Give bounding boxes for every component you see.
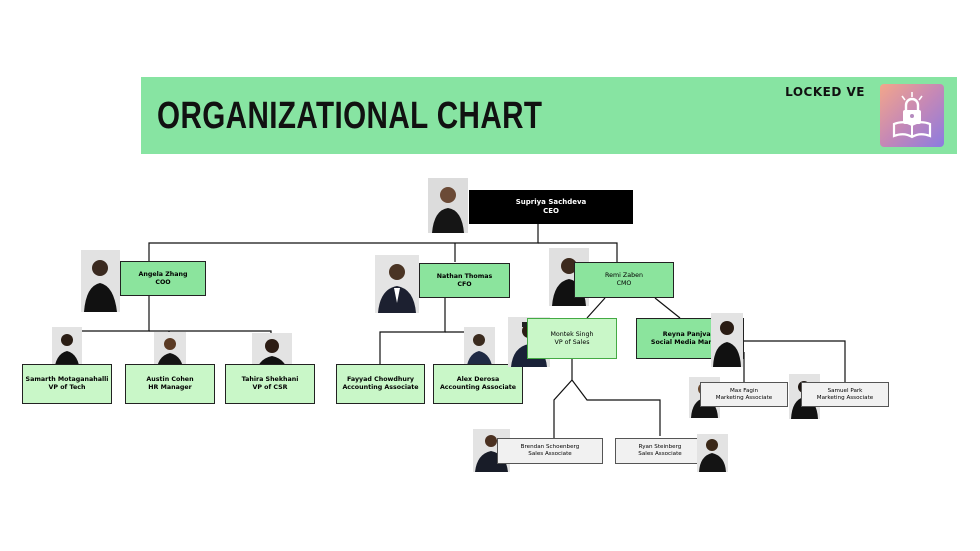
ceo-name: Supriya Sachdeva <box>515 198 587 207</box>
social-photo <box>711 313 743 367</box>
mkt1-name: Max Fagin <box>729 387 759 394</box>
coo-node: Angela Zhang COO <box>120 261 206 296</box>
cfo-node: Nathan Thomas CFO <box>419 263 510 298</box>
vp-csr-node: Tahira Shekhani VP of CSR <box>225 364 315 404</box>
sales1-role: Sales Associate <box>528 451 572 457</box>
acct2-role: Accounting Associate <box>439 384 517 391</box>
acct1-name: Fayyad Chowdhury <box>346 376 415 384</box>
vp-tech-role: VP of Tech <box>48 384 86 391</box>
hr-role: HR Manager <box>148 384 192 391</box>
cmo-node: Remi Zaben CMO <box>574 262 674 298</box>
social-role: Social Media Manager <box>650 338 730 346</box>
page-title: ORGANIZATIONAL CHART <box>157 95 543 137</box>
coo-photo <box>81 250 120 312</box>
acct2-node: Alex Derosa Accounting Associate <box>433 364 523 404</box>
vp-sales-name: Montek Singh <box>550 330 594 338</box>
vp-tech-name: Samarth Motaganahalli <box>25 376 109 384</box>
acct1-role: Accounting Associate <box>342 384 419 391</box>
cmo-role: CMO <box>616 280 632 287</box>
hr-node: Austin Cohen HR Manager <box>125 364 215 404</box>
vp-csr-role: VP of CSR <box>252 384 288 391</box>
vp-tech-node: Samarth Motaganahalli VP of Tech <box>22 364 112 404</box>
mkt2-role: Marketing Associate <box>816 394 874 401</box>
sales2-node: Ryan Steinberg Sales Associate <box>615 438 705 464</box>
brand-name: LOCKED VE <box>785 85 865 99</box>
ceo-role: CEO <box>543 207 559 215</box>
cfo-photo <box>375 255 419 313</box>
coo-role: COO <box>155 278 171 286</box>
sales1-name: Brendan Schoenberg <box>520 444 580 451</box>
hr-name: Austin Cohen <box>146 376 194 384</box>
vp-sales-node: Montek Singh VP of Sales <box>527 318 617 359</box>
ceo-photo <box>428 178 468 233</box>
acct1-node: Fayyad Chowdhury Accounting Associate <box>336 364 425 404</box>
sales1-node: Brendan Schoenberg Sales Associate <box>497 438 603 464</box>
acct2-name: Alex Derosa <box>456 376 500 384</box>
vp-sales-role: VP of Sales <box>554 338 590 346</box>
mkt1-node: Max Fagin Marketing Associate <box>700 382 788 407</box>
mkt2-node: Samuel Park Marketing Associate <box>801 382 889 407</box>
vp-csr-name: Tahira Shekhani <box>241 376 299 384</box>
lock-book-icon <box>880 84 944 147</box>
ceo-node: Supriya Sachdeva CEO <box>469 190 633 224</box>
cfo-name: Nathan Thomas <box>436 272 493 280</box>
cfo-role: CFO <box>457 280 472 288</box>
social-name: Reyna Panjvani <box>662 330 718 338</box>
mkt2-name: Samuel Park <box>827 387 863 394</box>
sales2-name: Ryan Steinberg <box>638 444 682 451</box>
coo-name: Angela Zhang <box>138 270 188 278</box>
sales2-role: Sales Associate <box>638 451 682 457</box>
header-banner: ORGANIZATIONAL CHART LOCKED VE <box>141 77 957 154</box>
sales2-photo <box>697 434 728 472</box>
mkt1-role: Marketing Associate <box>715 394 773 401</box>
cmo-name: Remi Zaben <box>605 272 643 280</box>
